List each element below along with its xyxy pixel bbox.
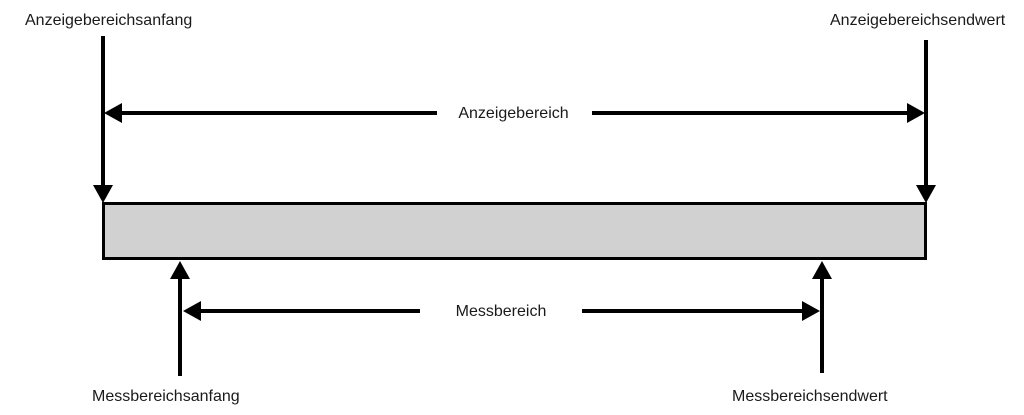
arrow-down-icon	[916, 185, 936, 203]
messbereichsanfang-pointer-line	[178, 277, 182, 376]
label-anzeigebereichsanfang: Anzeigebereichsanfang	[25, 12, 193, 29]
arrow-down-icon	[93, 185, 113, 203]
messbereichsendwert-pointer-line	[820, 277, 824, 373]
arrow-right-icon	[802, 301, 820, 321]
label-anzeigebereich: Anzeigebereich	[458, 105, 569, 122]
anzeigebereich-arrow-line-right	[592, 111, 909, 115]
anzeigebereichsanfang-pointer-line	[101, 36, 105, 186]
scale-bar	[102, 202, 927, 260]
messbereich-arrow-line-right	[582, 309, 803, 313]
arrow-up-icon	[170, 261, 190, 279]
anzeigebereichsendwert-pointer-line	[924, 40, 928, 186]
arrow-up-icon	[812, 261, 832, 279]
arrow-right-icon	[907, 103, 925, 123]
messbereich-arrow-line-left	[199, 309, 420, 313]
label-anzeigebereichsendwert: Anzeigebereichsendwert	[830, 12, 1006, 29]
label-messbereichsendwert: Messbereichsendwert	[732, 388, 888, 405]
arrow-left-icon	[104, 103, 122, 123]
label-messbereichsanfang: Messbereichsanfang	[92, 388, 240, 405]
anzeigebereich-arrow-line-left	[120, 111, 437, 115]
label-messbereich: Messbereich	[455, 303, 547, 320]
arrow-left-icon	[183, 301, 201, 321]
